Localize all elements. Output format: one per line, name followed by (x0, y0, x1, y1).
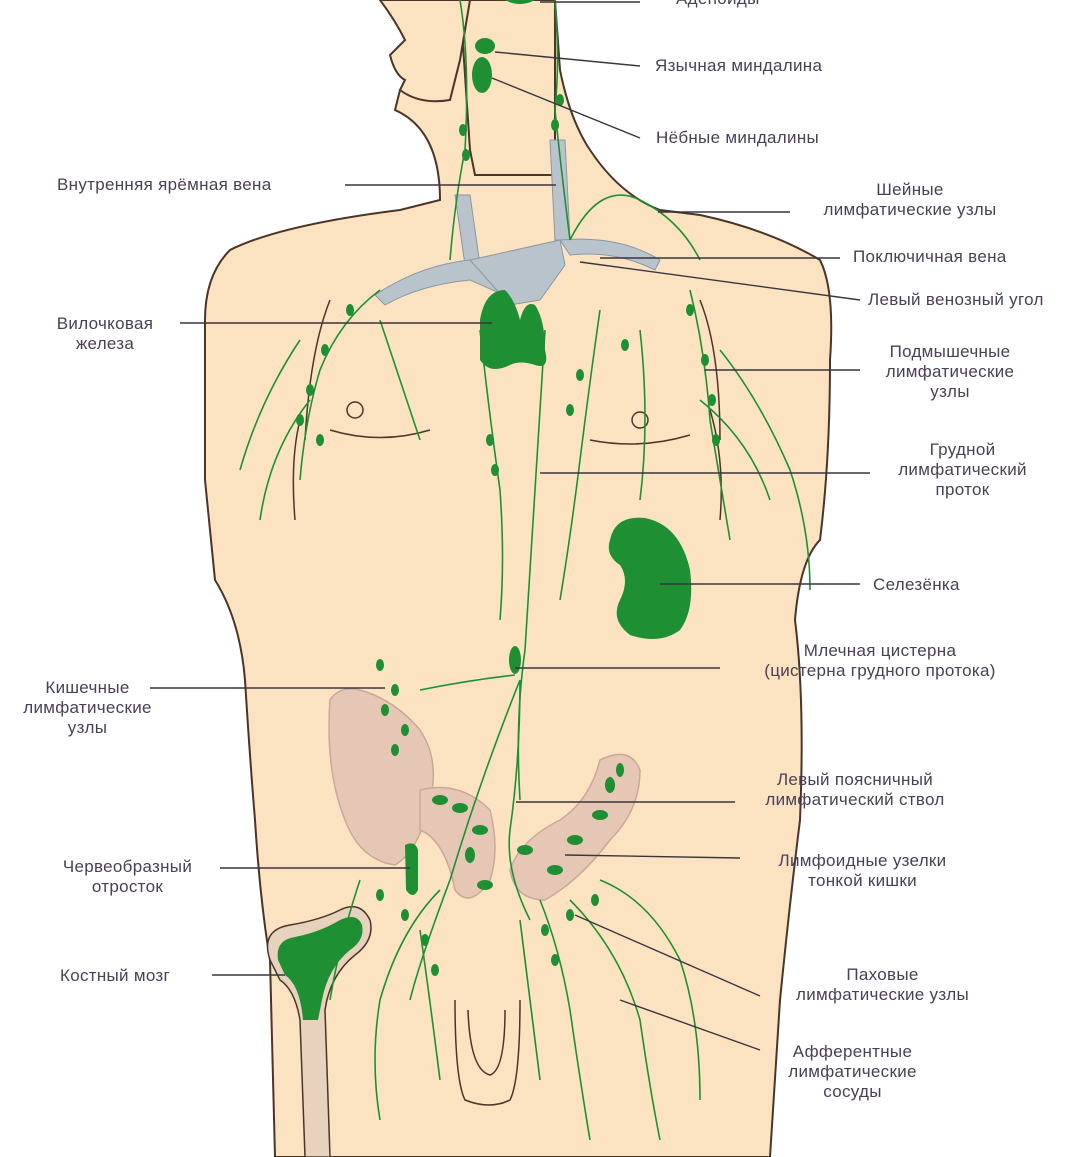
adenoids (505, 0, 535, 4)
peyer-patches (432, 763, 624, 890)
label-bone-marrow: Костный мозг (60, 966, 171, 985)
cisterna-node (509, 646, 521, 674)
left-pec-line (329, 429, 431, 439)
genital-outline (454, 999, 521, 1106)
label-adenoids: Аденоиды (676, 0, 760, 9)
label-subclavian-vein: Поключичная вена (853, 247, 1007, 266)
anatomy-details (292, 299, 722, 1106)
right-armpit (699, 299, 721, 441)
lumbar-right (508, 679, 531, 921)
leader-lines (150, 1, 870, 1051)
label-lingual-tonsil: Язычная миндалина (655, 56, 823, 75)
left-arm-line (292, 419, 301, 521)
node-clusters (296, 94, 720, 976)
right-arm-line (709, 409, 722, 521)
label-left-venous-angle: Левый венозный угол (868, 290, 1044, 309)
label-internal-jugular-vein: Внутренняя ярёмная вена (57, 175, 272, 194)
left-armpit (304, 299, 331, 441)
small-intestine-left (419, 786, 496, 899)
lymph-organs (296, 0, 720, 976)
appendix (405, 843, 418, 895)
spleen (608, 517, 692, 639)
lingual-tonsil-bottom (472, 57, 492, 93)
left-nipple (346, 401, 364, 419)
label-spleen: Селезёнка (873, 575, 960, 594)
intestinal-trunk (419, 674, 516, 691)
label-cisterna: Млечная цистерна(цистерна грудного прото… (764, 641, 996, 680)
face-outline (378, 0, 472, 103)
neck-outline (458, 0, 556, 176)
right-pec-line (589, 434, 691, 445)
right-nipple (631, 411, 649, 429)
lymph-vessels (239, 0, 811, 1141)
subclavian-right (559, 238, 661, 271)
thymus (480, 290, 547, 369)
genital-inner (467, 1009, 506, 1076)
lumbar-left (409, 679, 521, 1001)
lingual-tonsil-top (475, 38, 495, 54)
label-palatine-tonsils: Нёбные миндалины (656, 128, 820, 147)
